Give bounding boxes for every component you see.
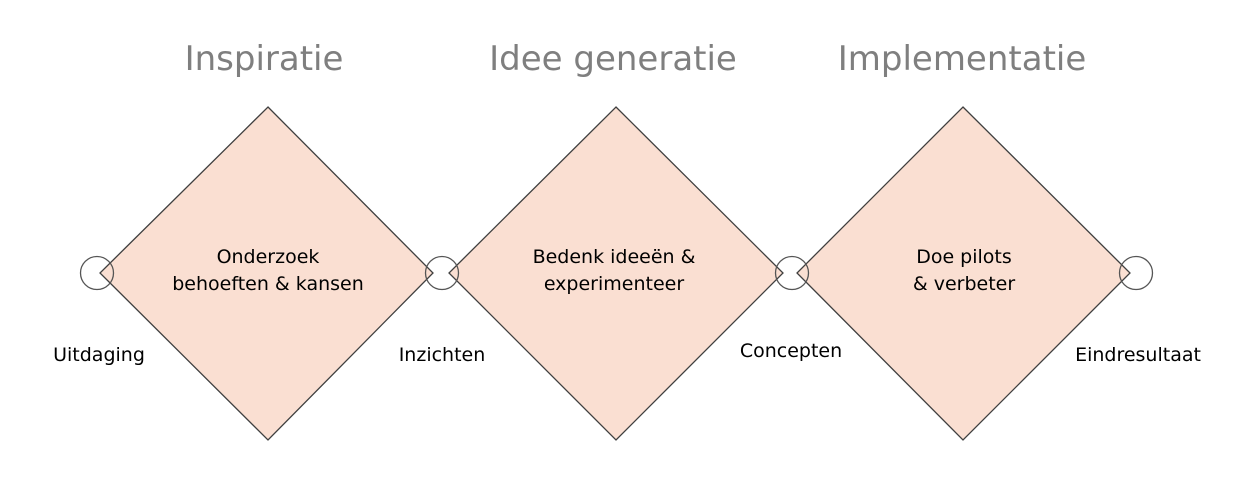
milestone-label-eindresultaat: Eindresultaat (1075, 344, 1201, 366)
milestone-circle-inzichten (424, 255, 460, 291)
phase-title-implementatie: Implementatie (838, 39, 1087, 79)
milestone-label-inzichten: Inzichten (399, 344, 486, 366)
milestone-label-uitdaging: Uitdaging (53, 344, 145, 366)
diamond-text-idee-generatie-line1: Bedenk ideeën & (533, 246, 696, 268)
milestone-circle-concepten (774, 255, 810, 291)
phase-idee-generatie: Idee generatie Bedenk ideeën & experimen… (448, 39, 784, 441)
diamond-text-inspiratie-line2: behoeften & kansen (172, 273, 364, 295)
phase-title-inspiratie: Inspiratie (185, 39, 344, 79)
diamond-inspiratie (99, 106, 434, 441)
milestone-label-concepten: Concepten (740, 340, 842, 362)
milestone-circle-eindresultaat (1118, 255, 1154, 291)
phase-title-idee-generatie: Idee generatie (489, 39, 737, 79)
milestone-circle-uitdaging (79, 255, 115, 291)
diamond-text-implementatie-line2: & verbeter (913, 273, 1015, 295)
diamond-implementatie (796, 106, 1131, 441)
diamond-text-idee-generatie-line2: experimenteer (544, 273, 685, 295)
phase-implementatie: Implementatie Doe pilots & verbeter (796, 39, 1131, 441)
diamond-idee-generatie (448, 106, 784, 441)
diamond-text-inspiratie-line1: Onderzoek (217, 246, 320, 268)
diamond-text-implementatie-line1: Doe pilots (916, 246, 1012, 268)
phase-inspiratie: Inspiratie Onderzoek behoeften & kansen (99, 39, 434, 441)
